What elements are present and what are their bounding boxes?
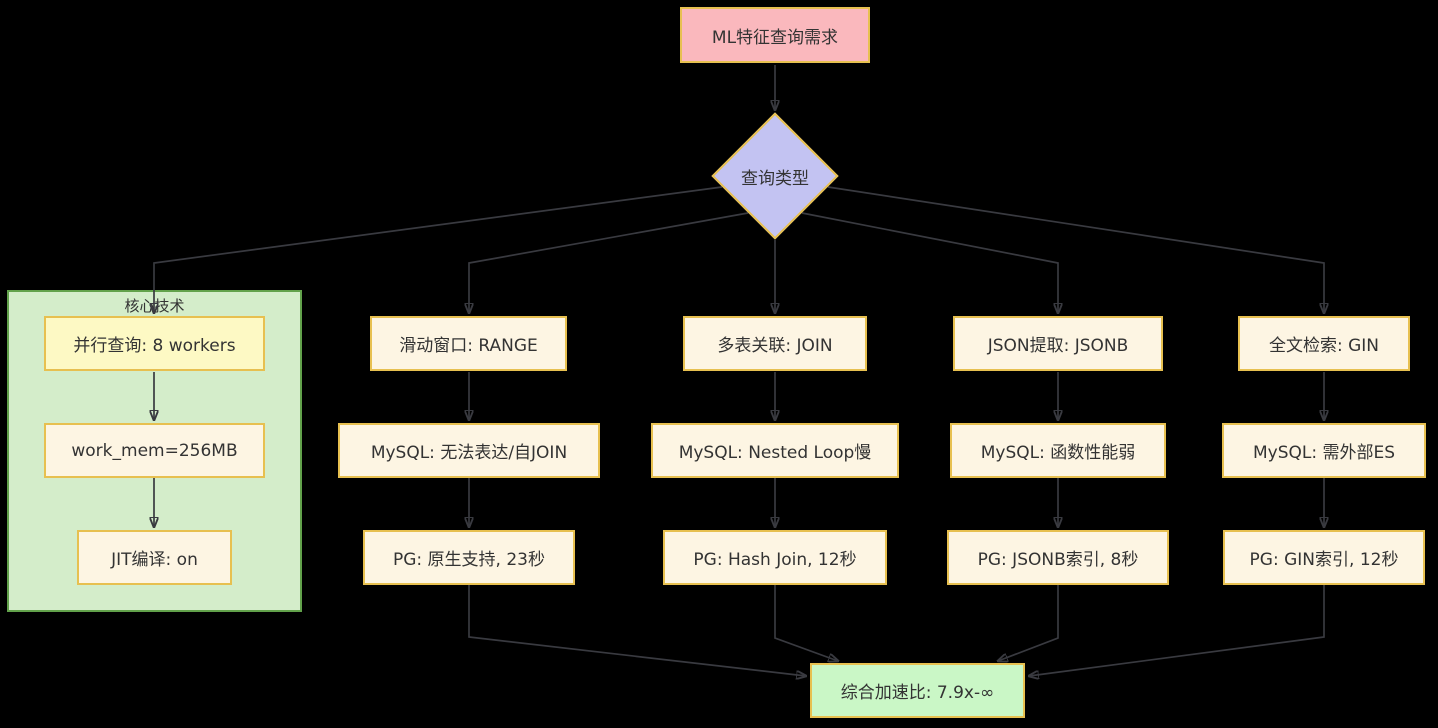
node-parallel-query-label: 并行查询: 8 workers — [73, 336, 236, 356]
node-pg-join: PG: Hash Join, 12秒 — [663, 530, 887, 585]
node-join: 多表关联: JOIN — [683, 316, 867, 371]
edge-decision-to-fulltext — [827, 186, 1324, 313]
node-mysql-fulltext: MySQL: 需外部ES — [1222, 423, 1426, 478]
node-pg-window-label: PG: 原生支持, 23秒 — [393, 550, 545, 570]
node-pg-join-label: PG: Hash Join, 12秒 — [693, 550, 857, 570]
node-result-label: 综合加速比: 7.9x-∞ — [840, 683, 995, 703]
node-pg-fulltext: PG: GIN索引, 12秒 — [1223, 530, 1425, 585]
node-mysql-window-label: MySQL: 无法表达/自JOIN — [370, 443, 568, 463]
node-parallel-query: 并行查询: 8 workers — [44, 316, 265, 371]
node-query-type-label: 查询类型 — [741, 168, 809, 189]
node-json: JSON提取: JSONB — [953, 316, 1163, 371]
edge-window-result — [468, 585, 806, 676]
node-ml-requirement: ML特征查询需求 — [680, 7, 870, 63]
node-mysql-fulltext-label: MySQL: 需外部ES — [1252, 443, 1396, 463]
node-pg-window: PG: 原生支持, 23秒 — [363, 530, 575, 585]
node-fulltext: 全文检索: GIN — [1238, 316, 1410, 371]
edge-join-result — [774, 585, 838, 661]
node-pg-json: PG: JSONB索引, 8秒 — [947, 530, 1169, 585]
node-jit-label: JIT编译: on — [111, 550, 198, 570]
edge-decision-to-json — [801, 212, 1058, 313]
node-result: 综合加速比: 7.9x-∞ — [810, 663, 1025, 718]
node-query-type: 查询类型 — [711, 112, 839, 240]
node-mysql-json-label: MySQL: 函数性能弱 — [980, 443, 1136, 463]
edge-fulltext-result — [1029, 585, 1325, 676]
node-sliding-window: 滑动窗口: RANGE — [370, 316, 567, 371]
node-join-label: 多表关联: JOIN — [717, 336, 833, 356]
node-fulltext-label: 全文检索: GIN — [1268, 336, 1380, 356]
node-mysql-window: MySQL: 无法表达/自JOIN — [338, 423, 600, 478]
edge-decision-to-window — [469, 212, 749, 313]
node-ml-requirement-label: ML特征查询需求 — [711, 27, 839, 48]
node-work-mem: work_mem=256MB — [44, 423, 265, 478]
node-pg-fulltext-label: PG: GIN索引, 12秒 — [1249, 550, 1399, 570]
node-jit: JIT编译: on — [77, 530, 232, 585]
node-sliding-window-label: 滑动窗口: RANGE — [399, 336, 538, 356]
node-json-label: JSON提取: JSONB — [987, 336, 1129, 356]
node-work-mem-label: work_mem=256MB — [71, 440, 238, 461]
node-pg-json-label: PG: JSONB索引, 8秒 — [977, 550, 1139, 570]
node-mysql-join-label: MySQL: Nested Loop慢 — [678, 443, 872, 463]
node-mysql-json: MySQL: 函数性能弱 — [950, 423, 1166, 478]
node-mysql-join: MySQL: Nested Loop慢 — [651, 423, 899, 478]
edge-json-result — [998, 585, 1059, 661]
edge-decision-to-core — [154, 186, 723, 313]
